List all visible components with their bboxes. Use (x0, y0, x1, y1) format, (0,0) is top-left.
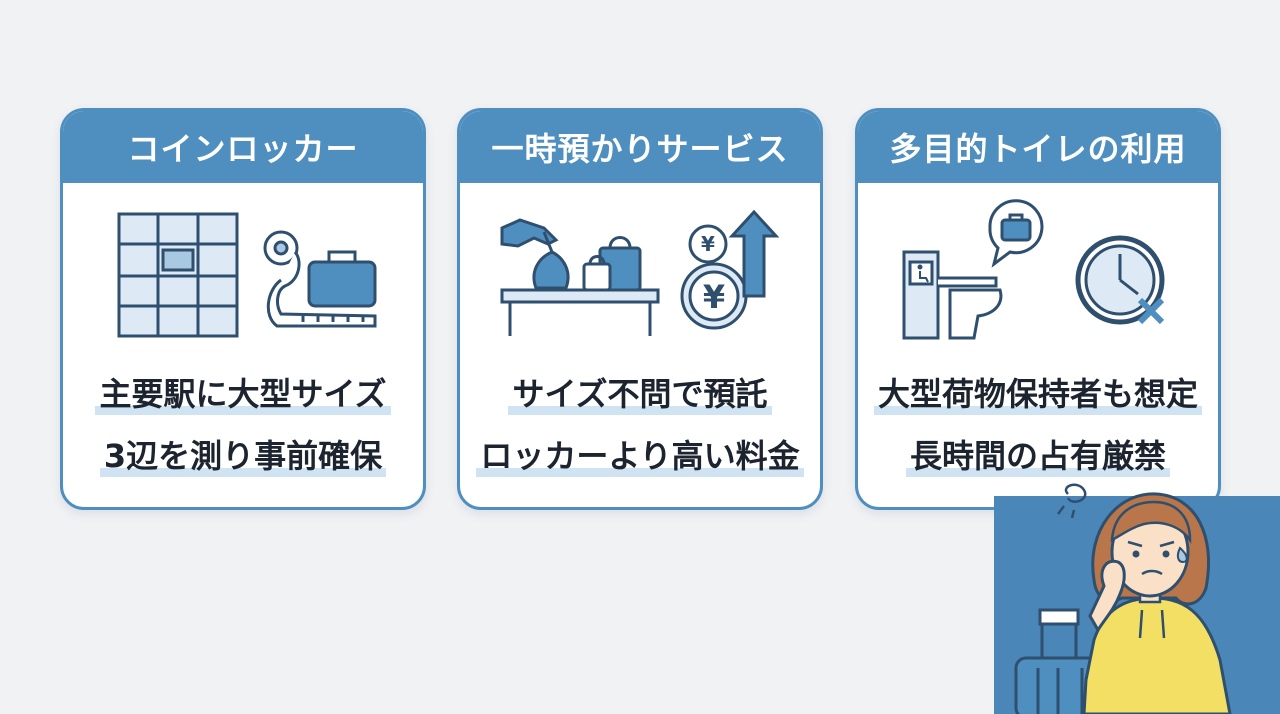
measuring-tape-icon (263, 230, 377, 328)
worry-swirl-icon (1057, 483, 1087, 519)
card-line-1: 主要駅に大型サイズ (63, 369, 423, 415)
shopping-bags-icon (582, 236, 642, 292)
coin-locker-illustration (117, 212, 377, 338)
sweat-drop-icon (1176, 546, 1188, 564)
card-coin-locker: コインロッカー 主要駅に大型サイズ 3辺を測り事前確 (60, 108, 426, 510)
clock-prohibited-icon (1075, 235, 1165, 325)
card-line-2: 長時間の占有厳禁 (858, 431, 1218, 477)
accessible-toilet-icon (902, 250, 1003, 340)
card-line-1: サイズ不問で預託 (460, 369, 820, 415)
suitcase-icon (307, 250, 377, 308)
card-title: 一時預かりサービス (460, 111, 820, 183)
worried-woman-with-suitcase-illustration (1014, 483, 1232, 714)
card-line-2: 3辺を測り事前確保 (63, 431, 423, 477)
card-temporary-storage: 一時預かりサービス ¥ ¥ サイズ不問で預託 ロ (457, 108, 823, 510)
yen-coins-up-icon (680, 209, 780, 330)
yen-symbol-small: ¥ (701, 232, 715, 256)
worried-eyes (1132, 550, 1170, 558)
yen-symbol-large: ¥ (703, 278, 725, 316)
temporary-storage-illustration: ¥ ¥ (500, 209, 780, 336)
hand-giving-bag-icon (500, 218, 570, 290)
counter-icon (500, 288, 660, 336)
card-multipurpose-toilet: 多目的トイレの利用 大型荷物保持者も想定 長時間の占有厳禁 (855, 108, 1221, 510)
card-line-1: 大型荷物保持者も想定 (858, 369, 1218, 415)
card-line-2: ロッカーより高い料金 (460, 431, 820, 477)
coin-locker-icon (117, 212, 239, 338)
multipurpose-toilet-illustration (902, 199, 1165, 340)
card-title: 多目的トイレの利用 (858, 111, 1218, 183)
card-title: コインロッカー (63, 111, 423, 183)
suitcase-speech-bubble-icon (988, 199, 1044, 268)
